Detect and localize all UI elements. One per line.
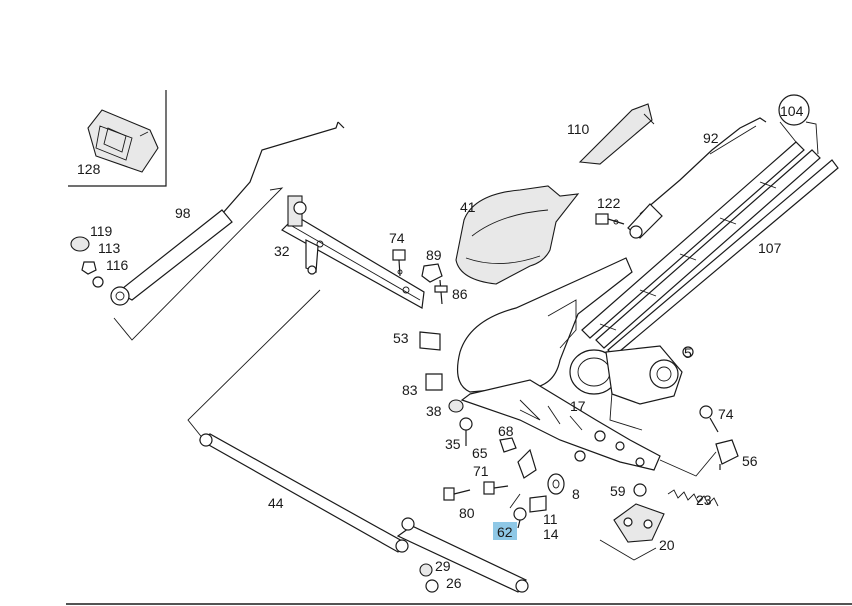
part-label-68: 68: [498, 423, 514, 439]
part-label-116: 116: [106, 257, 129, 273]
part-label-35: 35: [445, 436, 461, 452]
part-71-bolt: [483, 481, 509, 495]
part-32-linkage-frame: [281, 195, 425, 309]
part-98-wiper-arm: [110, 121, 345, 306]
part-label-65: 65: [472, 445, 488, 461]
part-label-53: 53: [393, 330, 409, 346]
part-label-26: 26: [446, 575, 462, 591]
part-41-cover: [455, 185, 580, 285]
part-label-119: 119: [90, 223, 113, 239]
part-label-41: 41: [460, 199, 476, 215]
part-label-62: 62: [497, 524, 513, 540]
part-128-drawing: [87, 109, 159, 173]
leader-104: [779, 121, 819, 155]
part-17-main-bracket: [457, 257, 661, 471]
part-label-83: 83: [402, 382, 418, 398]
part-29-26-small-parts: [419, 563, 439, 593]
part-56-mount: [659, 439, 739, 477]
part-23-spring: [667, 489, 719, 507]
part-35-bolt: [459, 417, 473, 446]
part-65-bracket: [517, 448, 537, 479]
part-44-linkage-rod: [198, 433, 529, 593]
part-119-113-116-small-parts: [70, 236, 104, 288]
part-label-56: 56: [742, 453, 758, 469]
part-label-38: 38: [426, 403, 442, 419]
part-104-badge: [778, 94, 810, 126]
leader-98: [113, 187, 284, 341]
part-62-bolt: [513, 507, 527, 529]
part-label-20: 20: [659, 537, 675, 553]
part-5-wiper-motor: [569, 345, 694, 431]
part-label-122: 122: [597, 195, 621, 211]
part-62-highlight: [493, 522, 517, 540]
part-38-grommet: [448, 399, 464, 413]
part-110-trim: [578, 103, 655, 165]
part-label-113: 113: [98, 240, 121, 256]
part-20-bracket: [599, 503, 665, 561]
part-label-86: 86: [452, 286, 468, 302]
inset-frame: [68, 90, 167, 187]
part-label-107: 107: [758, 240, 782, 256]
part-label-17: 17: [570, 398, 586, 414]
part-11-14-clip: [509, 493, 547, 513]
part-label-98: 98: [175, 205, 191, 221]
part-83-clip: [425, 373, 443, 391]
part-label-59: 59: [610, 483, 626, 499]
part-label-11: 11: [543, 511, 558, 527]
part-label-8: 8: [572, 486, 580, 502]
part-label-104: 104: [780, 103, 804, 119]
part-92-wiper-arm: [627, 117, 767, 239]
part-label-110: 110: [567, 121, 590, 137]
part-label-74-right: 74: [718, 406, 734, 422]
part-label-80: 80: [459, 505, 475, 521]
part-122-bolt: [595, 213, 625, 225]
part-107-wiper-blades: [581, 141, 839, 357]
part-59-washer: [633, 483, 647, 497]
part-label-128: 128: [77, 161, 101, 177]
part-label-23: 23: [696, 492, 712, 508]
part-68-nut: [499, 437, 517, 453]
part-label-32: 32: [274, 243, 290, 259]
part-8-bushing: [547, 473, 565, 495]
part-label-5: 5: [684, 345, 692, 361]
part-label-14: 14: [543, 526, 559, 542]
part-89-nut: [421, 263, 443, 283]
part-74-bolt-right: [699, 405, 719, 433]
part-label-74: 74: [389, 230, 405, 246]
part-label-44: 44: [268, 495, 284, 511]
part-label-92: 92: [703, 130, 719, 146]
part-74-bolt-top: [392, 249, 406, 277]
leader-44-to-frame: [187, 289, 321, 441]
part-label-89: 89: [426, 247, 442, 263]
part-53-clip: [419, 331, 441, 351]
part-label-29: 29: [435, 558, 451, 574]
part-86-stud: [434, 279, 448, 305]
part-label-71: 71: [473, 463, 489, 479]
part-80-bolt: [443, 487, 471, 501]
